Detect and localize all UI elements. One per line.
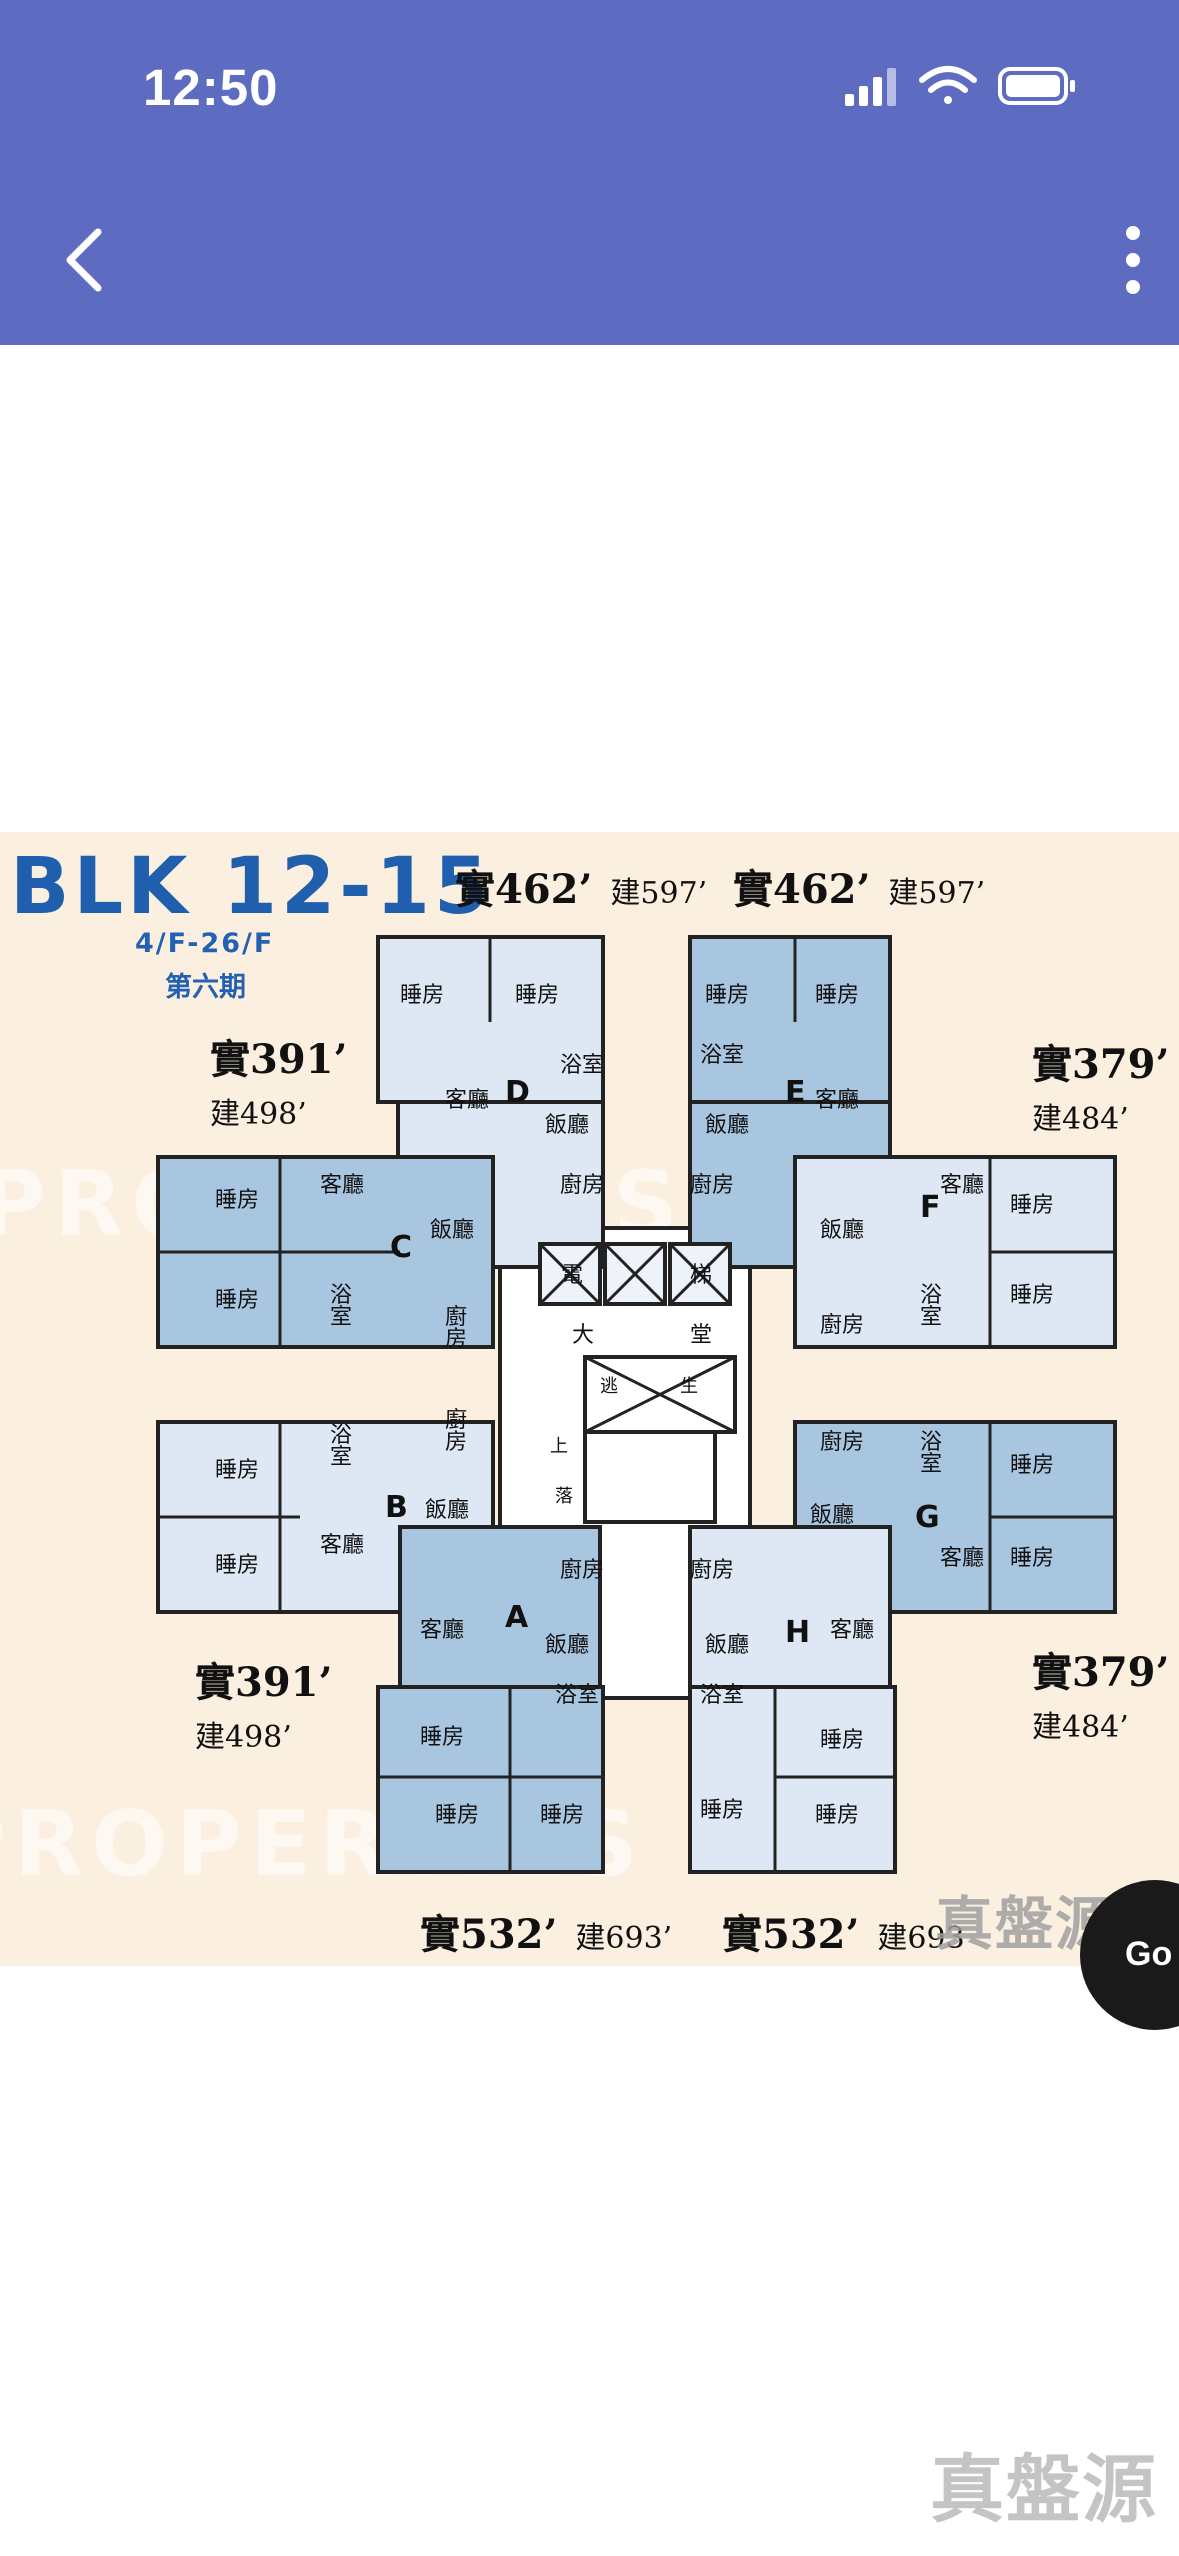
plan-floors: 4/F-26/F <box>135 928 275 959</box>
room-label: 室 <box>920 1305 942 1330</box>
room-label: 飯廳 <box>545 1113 589 1138</box>
room-label: 客廳 <box>320 1533 364 1558</box>
room-label: 睡房 <box>515 983 559 1008</box>
room-label: 睡房 <box>1010 1193 1054 1218</box>
room-label: 客廳 <box>815 1088 859 1113</box>
room-label: 浴 <box>920 1283 942 1308</box>
room-label: 室 <box>330 1305 352 1330</box>
room-label: 飯廳 <box>545 1633 589 1658</box>
room-label: 客廳 <box>830 1618 874 1643</box>
room-label: 睡房 <box>815 1803 859 1828</box>
room-label: 睡房 <box>215 1288 259 1313</box>
svg-text:G: G <box>915 1500 940 1535</box>
room-label: 浴 <box>920 1430 942 1455</box>
room-label: 客廳 <box>445 1088 489 1113</box>
back-button[interactable] <box>50 220 120 300</box>
unit-e-area: 實462’建597’ <box>733 866 986 913</box>
svg-text:H: H <box>785 1615 810 1650</box>
svg-text:C: C <box>390 1230 412 1265</box>
cellular-signal-icon <box>845 68 896 106</box>
room-label: 廚房 <box>820 1430 864 1455</box>
room-label: 睡房 <box>1010 1546 1054 1571</box>
room-label: 浴室 <box>560 1053 604 1078</box>
more-vertical-icon <box>1126 226 1140 294</box>
room-label: 廚房 <box>560 1558 604 1583</box>
room-label: 浴 <box>330 1423 352 1448</box>
room-label: 房 <box>445 1327 467 1352</box>
room-label: 廚房 <box>690 1558 734 1583</box>
stair-label: 落 <box>555 1486 573 1507</box>
room-label: 睡房 <box>400 983 444 1008</box>
lift-label: 電 <box>561 1263 583 1288</box>
room-label: 飯廳 <box>425 1498 469 1523</box>
more-options-button[interactable] <box>1105 220 1160 300</box>
battery-icon <box>998 67 1075 105</box>
room-label: 廚 <box>445 1305 467 1330</box>
go-button-label: Go <box>1125 1935 1173 1973</box>
room-label: 房 <box>445 1430 467 1455</box>
room-label: 客廳 <box>940 1173 984 1198</box>
svg-text:B: B <box>385 1490 408 1525</box>
room-label: 浴室 <box>700 1043 744 1068</box>
unit-g-area: 實379’建484’ <box>1032 1649 1170 1745</box>
room-label: 睡房 <box>435 1803 479 1828</box>
chevron-left-icon <box>66 228 102 292</box>
room-label: 廚房 <box>690 1173 734 1198</box>
room-label: 客廳 <box>320 1173 364 1198</box>
room-label: 睡房 <box>1010 1283 1054 1308</box>
status-time: 12:50 <box>143 59 279 116</box>
app-bar: 12:50 <box>0 0 1179 345</box>
stair-label: 逃 <box>600 1376 618 1397</box>
room-label: 睡房 <box>215 1553 259 1578</box>
room-label: 睡房 <box>215 1458 259 1483</box>
svg-text:A: A <box>505 1600 529 1635</box>
room-label: 飯廳 <box>705 1633 749 1658</box>
room-label: 廚 <box>445 1408 467 1433</box>
room-label: 飯廳 <box>820 1218 864 1243</box>
room-label: 客廳 <box>420 1618 464 1643</box>
lobby-label: 大 <box>572 1323 594 1348</box>
floor-plan-image[interactable]: PROPERTIES PROPERTIES <box>0 832 1179 1966</box>
room-label: 廚房 <box>560 1173 604 1198</box>
room-label: 飯廳 <box>705 1113 749 1138</box>
brand-watermark: 真盤源 <box>930 2447 1158 2533</box>
wifi-icon <box>919 66 977 104</box>
room-label: 睡房 <box>215 1188 259 1213</box>
unit-b-area: 實391’建498’ <box>195 1659 333 1755</box>
unit-c-area: 實391’建498’ <box>210 1036 348 1132</box>
room-label: 睡房 <box>820 1728 864 1753</box>
room-label: 浴 <box>330 1283 352 1308</box>
floor-plan-drawing: 睡房 睡房 客廳 飯廳 浴室 廚房 睡房 睡房 浴室 客廳 飯廳 廚房 睡房 客… <box>156 935 1117 1874</box>
status-icons <box>845 66 1075 106</box>
unit-a-area: 實532’建693’ <box>420 1911 673 1958</box>
room-label: 廚房 <box>820 1313 864 1338</box>
unit-f-area: 實379’建484’ <box>1032 1041 1170 1137</box>
room-label: 睡房 <box>1010 1453 1054 1478</box>
room-label: 睡房 <box>815 983 859 1008</box>
plan-title: BLK 12-15 <box>10 842 493 932</box>
lobby-label: 堂 <box>690 1323 712 1348</box>
plan-phase: 第六期 <box>165 972 246 1003</box>
lift-label: 梯 <box>690 1263 712 1288</box>
room-label: 室 <box>920 1452 942 1477</box>
unit-d-area: 實462’建597’ <box>455 866 708 913</box>
room-label: 浴室 <box>700 1683 744 1708</box>
room-label: 睡房 <box>700 1798 744 1823</box>
room-label: 浴室 <box>555 1683 599 1708</box>
svg-text:F: F <box>920 1190 941 1225</box>
room-label: 飯廳 <box>430 1218 474 1243</box>
room-label: 睡房 <box>540 1803 584 1828</box>
stair-label: 生 <box>680 1376 698 1397</box>
room-label: 客廳 <box>940 1546 984 1571</box>
room-label: 睡房 <box>420 1725 464 1750</box>
svg-text:E: E <box>785 1075 806 1110</box>
room-label: 室 <box>330 1445 352 1470</box>
unit-h-area: 實532’建693 <box>722 1911 965 1958</box>
room-label: 飯廳 <box>810 1503 854 1528</box>
stair-label: 上 <box>550 1436 568 1457</box>
room-label: 睡房 <box>705 983 749 1008</box>
svg-text:D: D <box>505 1075 530 1110</box>
